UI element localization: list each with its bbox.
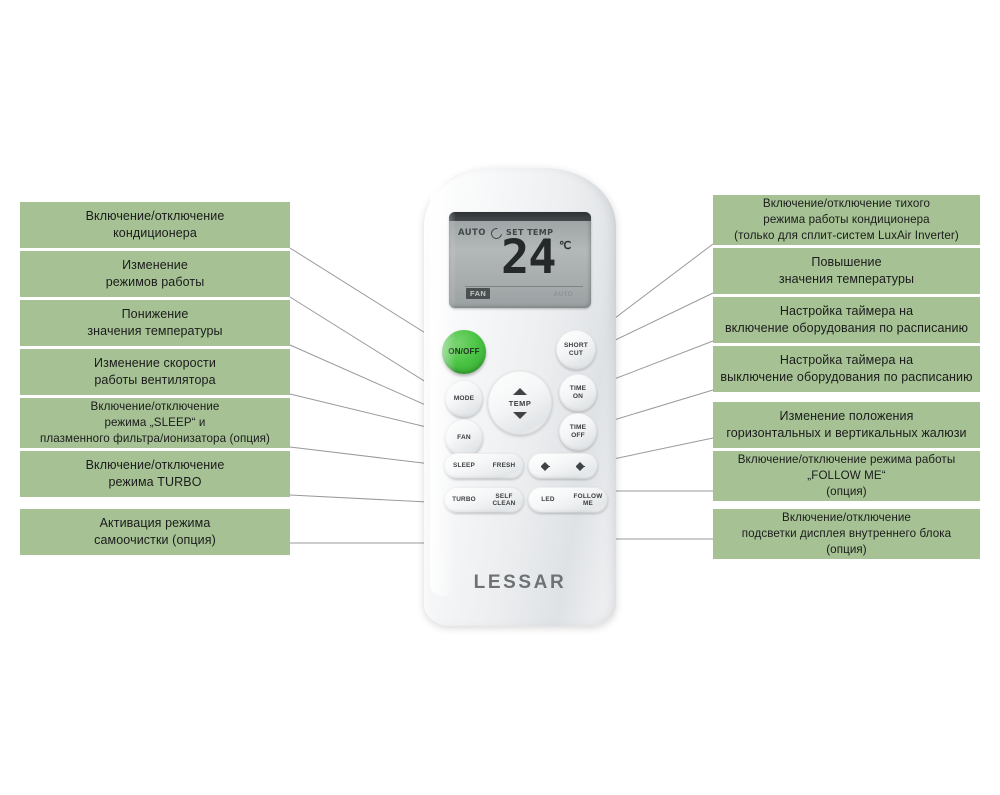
callout-follow-me-line-1: Включение/отключение режима работы bbox=[737, 453, 956, 466]
timer-on-button-label-2: ON bbox=[572, 393, 584, 400]
temp-dial-label: TEMP bbox=[508, 398, 532, 408]
callout-power: Включение/отключение кондиционера bbox=[20, 202, 290, 248]
callout-timer-off: Настройка таймера на выключение оборудов… bbox=[713, 346, 980, 392]
callout-self-clean: Активация режима самоочистки (опция) bbox=[20, 509, 290, 555]
callout-sleep-line-3: плазменного фильтра/ионизатора (опция) bbox=[39, 432, 271, 445]
callout-fan-speed: Изменение скорости работы вентилятора bbox=[20, 349, 290, 395]
mode-button[interactable]: MODE bbox=[445, 380, 483, 418]
follow-me-button-label-2: ME bbox=[582, 500, 593, 507]
callout-led-line-2: подсветки дисплея внутреннего блока bbox=[741, 527, 952, 540]
fresh-button[interactable]: FRESH bbox=[492, 462, 516, 470]
callout-power-line-2: кондиционера bbox=[113, 226, 197, 240]
turbo-selfclean-button-group[interactable]: TURBO SELF CLEAN bbox=[444, 487, 524, 513]
mode-button-label: MODE bbox=[453, 395, 475, 403]
self-clean-button-label-2: CLEAN bbox=[492, 500, 516, 507]
self-clean-button[interactable]: SELF CLEAN bbox=[484, 493, 524, 508]
callout-timer-on-line-2: включение оборудования по расписанию bbox=[724, 321, 969, 335]
callout-temp-up: Повышение значения температуры bbox=[713, 248, 980, 294]
timer-off-button[interactable]: TIME OFF bbox=[559, 413, 597, 451]
callout-fan-speed-line-1: Изменение скорости bbox=[94, 356, 216, 370]
callout-follow-me: Включение/отключение режима работы „FOLL… bbox=[713, 451, 980, 501]
sleep-button[interactable]: SLEEP bbox=[453, 462, 475, 470]
callout-mode: Изменение режимов работы bbox=[20, 251, 290, 297]
callout-self-clean-line-1: Активация режима bbox=[99, 516, 211, 530]
callout-swing-line-2: горизонтальных и вертикальных жалюзи bbox=[726, 426, 967, 440]
callout-turbo: Включение/отключение режима TURBO bbox=[20, 451, 290, 497]
callout-sleep-line-1: Включение/отключение bbox=[90, 400, 220, 413]
remote-control-body: AUTO SET TEMP 24 ℃ FAN AUTO ON/OFF SHORT… bbox=[424, 168, 616, 626]
timer-on-button[interactable]: TIME ON bbox=[559, 374, 597, 412]
callout-self-clean-line-2: самоочистки (опция) bbox=[94, 533, 216, 547]
callout-temp-up-line-1: Повышение bbox=[811, 255, 882, 269]
led-followme-button-group[interactable]: LED FOLLOW ME bbox=[528, 487, 608, 513]
wire-fan-speed bbox=[289, 393, 444, 432]
timer-on-button-label-1: TIME bbox=[569, 385, 587, 393]
timer-off-button-label-1: TIME bbox=[569, 424, 587, 432]
short-cut-button-label-2: CUT bbox=[568, 350, 584, 357]
callout-follow-me-line-3: (опция) bbox=[826, 485, 867, 498]
swing-horizontal-button[interactable] bbox=[563, 461, 598, 471]
callout-follow-me-line-2: „FOLLOW ME“ bbox=[807, 469, 886, 482]
lcd-footer-divider bbox=[465, 286, 583, 300]
lcd-display: AUTO SET TEMP 24 ℃ FAN AUTO bbox=[449, 212, 591, 308]
callout-mode-line-1: Изменение bbox=[122, 258, 188, 272]
callout-short-cut-line-2: режима работы кондиционера bbox=[763, 213, 930, 226]
follow-me-button[interactable]: FOLLOW ME bbox=[568, 493, 608, 508]
led-button[interactable]: LED bbox=[541, 496, 555, 504]
callout-swing: Изменение положения горизонтальных и вер… bbox=[713, 402, 980, 448]
power-button[interactable]: ON/OFF bbox=[442, 330, 486, 374]
callout-temp-up-line-2: значения температуры bbox=[778, 272, 915, 286]
temp-down-arrow-icon[interactable] bbox=[513, 411, 527, 419]
fan-button[interactable]: FAN bbox=[445, 419, 483, 457]
turbo-button[interactable]: TURBO bbox=[452, 496, 476, 504]
callout-sleep-line-2: режима „SLEEP“ и bbox=[104, 416, 206, 429]
callout-mode-line-2: режимов работы bbox=[105, 275, 205, 289]
callout-sleep: Включение/отключение режима „SLEEP“ и пл… bbox=[20, 398, 290, 448]
callout-timer-on: Настройка таймера на включение оборудова… bbox=[713, 297, 980, 343]
callout-fan-speed-line-2: работы вентилятора bbox=[94, 373, 216, 387]
callout-turbo-line-1: Включение/отключение bbox=[85, 458, 225, 472]
callout-short-cut-line-3: (только для сплит-систем LuxAir Inverter… bbox=[734, 229, 959, 242]
callout-power-line-1: Включение/отключение bbox=[85, 209, 225, 223]
power-button-label: ON/OFF bbox=[448, 347, 480, 357]
callout-led-line-3: (опция) bbox=[826, 543, 867, 556]
callout-turbo-line-2: режима TURBO bbox=[108, 475, 202, 489]
callout-timer-off-line-1: Настройка таймера на bbox=[779, 353, 914, 367]
callout-led-line-1: Включение/отключение bbox=[782, 511, 911, 524]
callout-short-cut: Включение/отключение тихого режима работ… bbox=[713, 195, 980, 245]
follow-me-button-label-1: FOLLOW bbox=[573, 492, 603, 500]
lcd-top-bezel bbox=[449, 212, 591, 221]
lcd-temperature-value: 24 bbox=[501, 230, 557, 285]
lcd-mode-label: AUTO bbox=[458, 228, 486, 238]
lcd-temperature-unit: ℃ bbox=[559, 240, 572, 252]
callout-temp-down-line-2: значения температуры bbox=[87, 324, 223, 338]
lcd-set-temp-label: SET TEMP bbox=[506, 228, 554, 237]
callout-short-cut-line-1: Включение/отключение тихого bbox=[762, 197, 931, 210]
sleep-fresh-button-group[interactable]: SLEEP FRESH bbox=[444, 453, 524, 479]
callout-swing-line-1: Изменение положения bbox=[779, 409, 914, 423]
temp-dial[interactable]: TEMP bbox=[488, 371, 552, 435]
short-cut-button-label-1: SHORT bbox=[563, 342, 589, 350]
wire-power bbox=[289, 247, 447, 347]
short-cut-button[interactable]: SHORT CUT bbox=[556, 330, 596, 370]
brand-logo: LESSAR bbox=[473, 572, 567, 593]
self-clean-button-label-1: SELF bbox=[495, 492, 513, 500]
swing-button-group[interactable] bbox=[528, 453, 598, 479]
timer-off-button-label-2: OFF bbox=[571, 432, 585, 439]
temp-up-arrow-icon[interactable] bbox=[513, 387, 527, 395]
fan-button-label: FAN bbox=[457, 434, 471, 442]
swing-horizontal-icon bbox=[576, 461, 585, 471]
lcd-fan-speed-value: AUTO bbox=[553, 291, 573, 298]
callout-temp-down: Понижение значения температуры bbox=[20, 300, 290, 346]
swing-vertical-icon bbox=[541, 461, 550, 471]
wire-mode bbox=[289, 296, 446, 395]
callout-led: Включение/отключение подсветки дисплея в… bbox=[713, 509, 980, 559]
lcd-fan-label: FAN bbox=[466, 288, 491, 299]
callout-timer-on-line-1: Настройка таймера на bbox=[779, 304, 914, 318]
callout-timer-off-line-2: выключение оборудования по расписанию bbox=[720, 370, 973, 384]
swing-vertical-button[interactable] bbox=[528, 461, 563, 471]
callout-temp-down-line-1: Понижение bbox=[121, 307, 189, 321]
